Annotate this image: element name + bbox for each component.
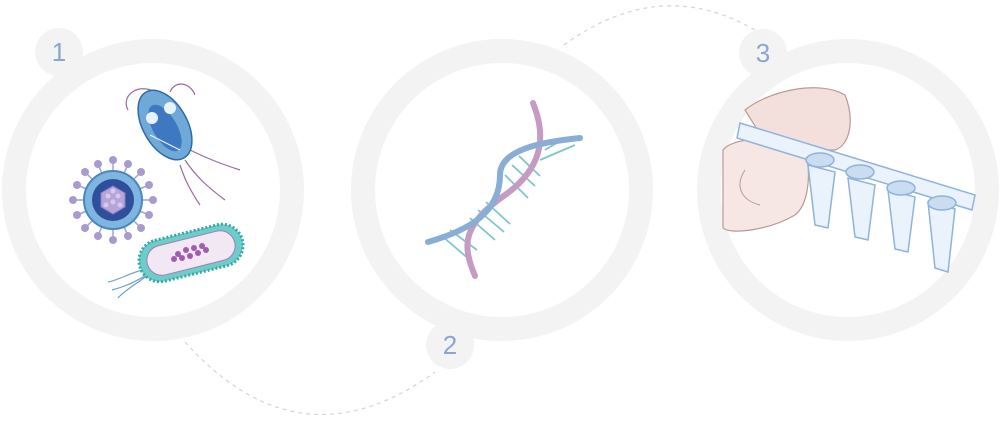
connector-1-2 bbox=[184, 341, 436, 416]
dna-strand-blue bbox=[425, 135, 583, 245]
step-1-number: 1 bbox=[35, 28, 83, 76]
dna-helix-icon bbox=[425, 100, 583, 279]
dna-strand-pink bbox=[464, 100, 544, 279]
step-2-ring bbox=[351, 39, 653, 341]
step-2-number: 2 bbox=[426, 321, 474, 369]
bacterium-icon bbox=[107, 222, 245, 299]
microorganisms-icon bbox=[69, 83, 245, 299]
pcr-tube-strip-icon bbox=[722, 87, 976, 273]
step-1-ring bbox=[2, 39, 304, 341]
step-3-ring bbox=[697, 39, 999, 341]
virus-icon bbox=[69, 156, 157, 244]
connector-2-3 bbox=[563, 5, 756, 46]
protozoan-icon bbox=[125, 83, 241, 206]
step-rings bbox=[2, 39, 999, 341]
step-3-number: 3 bbox=[739, 29, 787, 77]
connector-lines bbox=[184, 5, 756, 416]
tube-strip bbox=[736, 122, 976, 273]
